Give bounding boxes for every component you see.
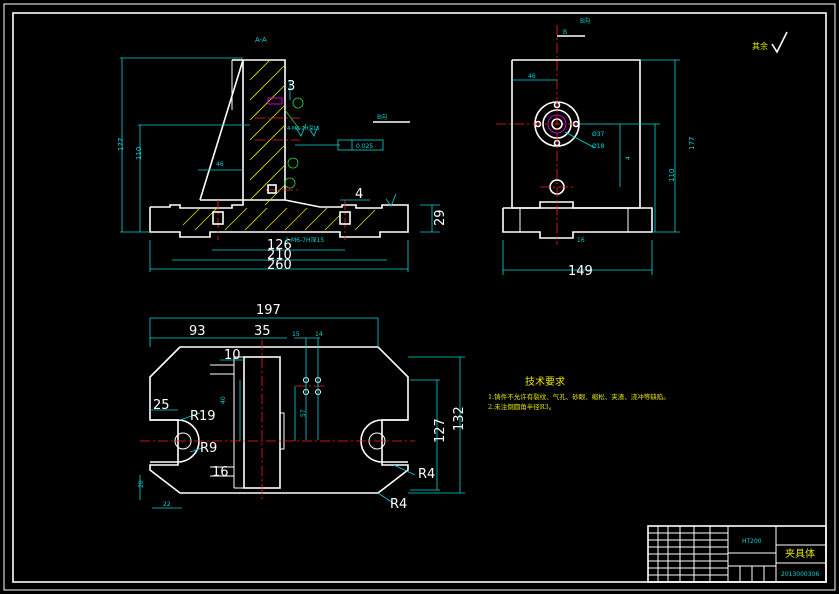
dim-29: 29 — [433, 209, 448, 226]
dim-4: 4 — [355, 187, 363, 202]
top-dim-22: 22 — [163, 501, 171, 508]
top-r9: R9 — [200, 441, 217, 456]
side-dim-4: 4 — [625, 156, 632, 160]
rib-line — [199, 59, 244, 201]
top-dim-25: 25 — [153, 398, 170, 413]
side-phi18: Ø18 — [592, 143, 605, 150]
base-outline — [149, 199, 409, 238]
top-r19: R19 — [190, 409, 216, 424]
side-dim-177: 177 — [688, 137, 696, 150]
top-dim-40: 40 — [220, 396, 227, 404]
top-dim-20: 20 — [138, 480, 145, 488]
roughness-symbol — [771, 31, 788, 54]
tolerance-frame — [337, 139, 384, 151]
dim-177: 177 — [117, 138, 125, 151]
top-outline — [149, 346, 409, 494]
top-dim-93: 93 — [189, 324, 206, 339]
top-dim-14: 14 — [315, 331, 323, 338]
dim-210: 210 — [267, 248, 292, 263]
tech-requirements: 技术要求 1.铸件不允许有裂纹、气孔、砂眼、缩松、夹渣、浇冲等缺陷。 2.未注倒… — [488, 375, 670, 411]
arrow-letter: B — [563, 29, 567, 36]
top-dim-57: 57 — [300, 409, 307, 417]
side-slot-16: 16 — [577, 237, 585, 244]
part-name: 夹具体 — [785, 547, 815, 560]
top-dim-132: 132 — [452, 406, 467, 431]
side-dim-149: 149 — [568, 264, 593, 279]
dim-126: 126 — [267, 238, 292, 253]
top-dim-35: 35 — [254, 324, 271, 339]
top-r4-right: R4 — [418, 467, 435, 482]
tech-line-2: 2.未注倒圆角半径R3。 — [488, 402, 555, 411]
upright-outline — [242, 59, 286, 200]
top-dim-16: 16 — [212, 465, 229, 480]
dim-260: 260 — [267, 258, 292, 273]
b-view-label: B向 — [580, 17, 590, 25]
top-dim-15: 15 — [292, 331, 300, 338]
dim-110: 110 — [135, 147, 143, 160]
side-view: B向 B 46 149 177 110 Ø37 Ø18 4 16 — [496, 17, 696, 279]
dim-3: 3 — [287, 79, 295, 94]
hole-callout: 4-M6-7H深15 — [287, 125, 320, 132]
bolt-callout: 2-M6-7H深15 — [285, 236, 324, 244]
drawing-number: 2013000306 — [781, 571, 819, 578]
tech-title: 技术要求 — [525, 375, 565, 388]
side-dim-110: 110 — [668, 169, 676, 182]
top-r4-bottom: R4 — [390, 497, 407, 512]
outer-frame — [3, 3, 836, 591]
b-direction-label: B向 — [377, 113, 387, 121]
title-block: HT200 夹具体 2013000306 — [647, 525, 827, 583]
inner-frame — [12, 12, 827, 583]
side-dim-46: 46 — [528, 73, 536, 80]
tech-line-1: 1.铸件不允许有裂纹、气孔、砂眼、缩松、夹渣、浇冲等缺陷。 — [488, 392, 670, 401]
material: HT200 — [742, 538, 762, 545]
dim-46-front: 46 — [216, 161, 224, 168]
top-dim-10: 10 — [224, 348, 241, 363]
front-section-view: A-A — [117, 36, 448, 273]
section-label: A-A — [255, 36, 267, 44]
top-view: 197 93 35 10 15 14 25 R19 R9 R4 R4 127 1… — [138, 303, 467, 512]
roughness-note: 其余 — [752, 41, 768, 51]
side-phi37: Ø37 — [592, 131, 605, 138]
tolerance-value: 0.025 — [356, 143, 373, 150]
hatching — [182, 59, 376, 231]
side-base-outline — [502, 201, 653, 239]
top-dim-197: 197 — [256, 303, 281, 318]
top-dim-127: 127 — [433, 418, 448, 443]
